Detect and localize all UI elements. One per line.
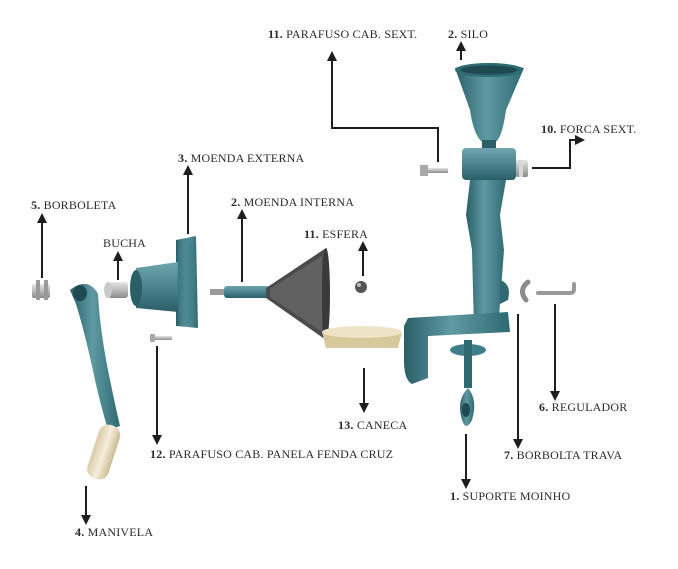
label-borbolta-trava: 7. BORBOLTA TRAVA	[504, 448, 623, 462]
label-esfera: 11. ESFERA	[304, 227, 369, 241]
label-manivela: 4. MANIVELA	[75, 525, 154, 539]
label-forca-sext: 10. FORCA SEXT.	[541, 122, 637, 136]
suporte-moinho-part	[404, 148, 516, 426]
borbolta-trava-part	[520, 279, 531, 303]
label-moenda-externa: 3. MOENDA EXTERNA	[178, 151, 305, 165]
bucha-part	[104, 282, 128, 298]
label-regulador: 6. REGULADOR	[539, 400, 628, 414]
parafuso-panela-part	[150, 334, 172, 342]
parafuso-sext-part	[420, 165, 448, 176]
regulador-part	[536, 282, 576, 295]
leader-arrows	[37, 41, 585, 525]
label-silo: 2. SILO	[448, 27, 489, 41]
borboleta-part	[32, 280, 50, 300]
label-moenda-interna: 2. MOENDA INTERNA	[231, 195, 355, 209]
forca-sext-part	[516, 160, 528, 177]
moenda-interna-part	[210, 248, 330, 340]
esfera-part	[355, 281, 367, 293]
label-bucha: BUCHA	[103, 236, 147, 250]
caneca-part	[322, 326, 402, 348]
label-suporte-moinho: 1. SUPORTE MOINHO	[450, 489, 571, 503]
label-caneca: 13. CANECA	[338, 418, 408, 432]
arrow-parafuso-sext	[327, 51, 439, 162]
label-parafuso-panela: 12. PARAFUSO CAB. PANELA FENDA CRUZ	[150, 447, 394, 461]
arrow-forca-sext	[532, 135, 585, 169]
manivela-part	[70, 283, 121, 480]
label-borboleta: 5. BORBOLETA	[31, 198, 117, 212]
moenda-externa-part	[130, 236, 198, 328]
label-parafuso-sext: 11. PARAFUSO CAB. SEXT.	[268, 27, 418, 41]
silo-part	[455, 63, 524, 148]
